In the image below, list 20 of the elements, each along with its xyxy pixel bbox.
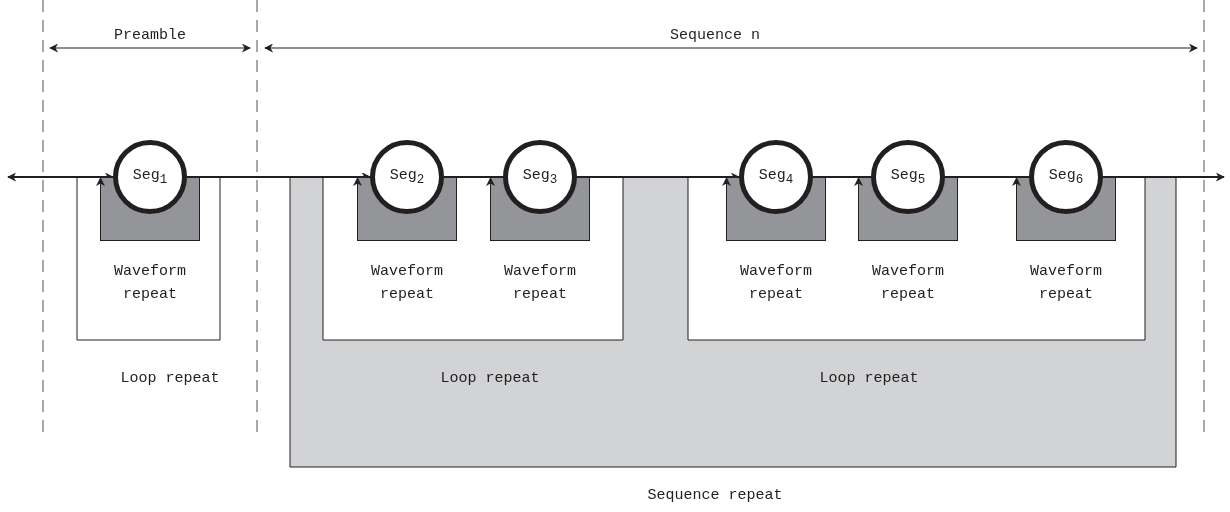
- edge-label: Loop repeat: [818, 369, 920, 389]
- block-caption: Waveform repeat: [739, 262, 813, 305]
- loop-arrow: [687, 172, 1146, 341]
- span-label: Preamble: [113, 26, 187, 46]
- block-caption: Waveform repeat: [1029, 262, 1103, 305]
- segment-circle: Seg$_{3}$: [503, 140, 577, 214]
- block-caption: Waveform repeat: [370, 262, 444, 305]
- segment-circle: Seg$_{2}$: [370, 140, 444, 214]
- loop-arrow: [76, 172, 221, 341]
- edge-label: Loop repeat: [439, 369, 541, 389]
- edge-label: Loop repeat: [119, 369, 221, 389]
- segment-circle: Seg$_{1}$: [113, 140, 187, 214]
- span-label: Sequence n: [669, 26, 761, 46]
- segment-circle: Seg$_{5}$: [871, 140, 945, 214]
- segment-circle: Seg$_{6}$: [1029, 140, 1103, 214]
- segment-circle: Seg$_{4}$: [739, 140, 813, 214]
- block-caption: Waveform repeat: [113, 262, 187, 305]
- edge-label: Sequence repeat: [646, 486, 784, 506]
- block-caption: Waveform repeat: [871, 262, 945, 305]
- block-caption: Waveform repeat: [503, 262, 577, 305]
